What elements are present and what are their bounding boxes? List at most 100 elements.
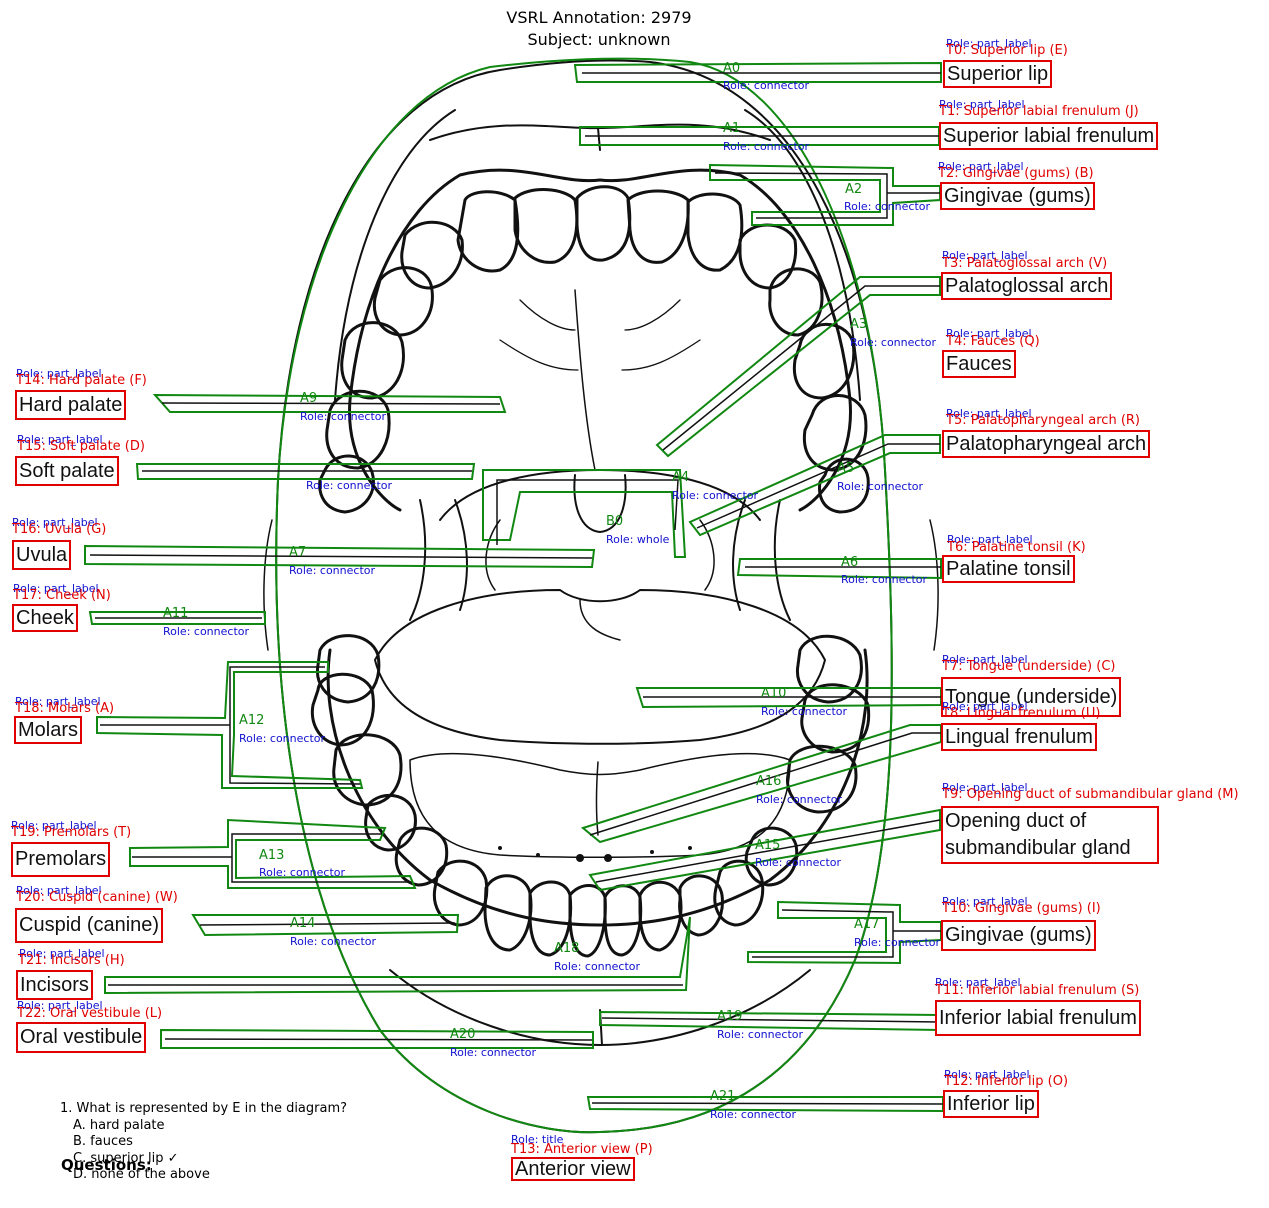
role-t3: Role: part_label (942, 249, 1028, 262)
connector-id-a11: A11 (163, 606, 189, 621)
label-inferior-labial-frenulum: Inferior labial frenulum (935, 1000, 1141, 1036)
tid-t10: T10: Gingivae (gums) (I) (942, 901, 1101, 916)
connector-role-a17: Role: connector (854, 936, 941, 949)
lower-gum-arch (326, 648, 869, 927)
label-hard-palate: Hard palate (15, 390, 127, 420)
label-palatine-tonsil: Palatine tonsil (942, 555, 1075, 583)
role-t16: Role: part_label (12, 516, 98, 529)
connector-id-a0: A0 (723, 61, 741, 76)
connector-outline-a14 (191, 914, 460, 937)
connector-id-a7: A7 (289, 545, 307, 560)
tid-t3: T3: Palatoglossal arch (V) (942, 256, 1108, 271)
tongue-outline (374, 589, 826, 745)
role-t22: Role: part_label (17, 999, 103, 1012)
whole-id-b0: B0 (606, 514, 624, 529)
connector-id-a21: A21 (710, 1089, 736, 1104)
label-inferior-lip: Inferior lip (943, 1090, 1039, 1118)
label-cheek: Cheek (12, 604, 78, 632)
connector-role-a18: Role: connector (554, 960, 641, 973)
connector-outline-a5 (688, 434, 941, 537)
whole-role-b0: Role: whole (606, 533, 670, 546)
role-t9: Role: part_label (942, 781, 1028, 794)
role-t19: Role: part_label (11, 819, 97, 832)
label-uvula: Uvula (12, 540, 72, 570)
lower-lip-inner (389, 969, 811, 1046)
tongue-midline (579, 599, 621, 641)
connector-id-a12: A12 (239, 713, 265, 728)
upper-lip-inner (334, 109, 861, 401)
option-a: A. hard palate (73, 1117, 165, 1133)
connector-id-a13: A13 (259, 848, 285, 863)
role-t11: Role: part_label (935, 976, 1021, 989)
option-b: B. fauces (73, 1134, 133, 1149)
label-soft-palate: Soft palate (15, 456, 119, 486)
superior-frenulum (597, 127, 601, 151)
connector-role-a1: Role: connector (723, 140, 810, 153)
connector-outline-a8 (152, 393, 507, 413)
hard-palate-rugae (499, 299, 701, 371)
role-t21: Role: part_label (19, 947, 105, 960)
label-tongue-underside: Tongue (underside) (941, 677, 1122, 717)
connector-outline-a17 (747, 900, 942, 965)
role-t12: Role: part_label (944, 1068, 1030, 1081)
tid-t16: T16: Uvula (G) (12, 522, 107, 537)
header-subject: Subject: unknown (527, 30, 671, 49)
connector-id-a18: A18 (554, 941, 580, 956)
role-t17: Role: part_label (13, 582, 99, 595)
role-t15: Role: part_label (17, 433, 103, 446)
lower-teeth (310, 634, 871, 958)
connector-role-a5: Role: connector (837, 480, 924, 493)
label-fauces: Fauces (942, 350, 1016, 378)
uvula (573, 474, 627, 533)
tid-t6: T6: Palatine tonsil (K) (947, 540, 1086, 555)
questions-block: 1. What is represented by E in the diagr… (60, 1101, 347, 1184)
connector-outline-a11 (88, 611, 266, 625)
connector-role-a13: Role: connector (259, 866, 346, 879)
role-t1: Role: part_label (939, 98, 1025, 111)
role-t14: Role: part_label (16, 367, 102, 380)
question-1: 1. What is represented by E in the diagr… (60, 1101, 348, 1116)
connector-outline-a0 (573, 61, 942, 83)
role-t10: Role: part_label (942, 895, 1028, 908)
connector-role-a21: Role: connector (710, 1108, 797, 1121)
palatine-tonsil (485, 519, 715, 591)
connector-outline-a9 (135, 463, 476, 480)
tid-t15: T15: Soft palate (D) (17, 439, 145, 454)
connector-outline-a15 (588, 808, 941, 892)
connector-role-a6: Role: connector (841, 573, 928, 586)
tid-t1: T1: Superior labial frenulum (J) (939, 104, 1139, 119)
label-molars: Molars (14, 716, 83, 744)
connector-outline-a13 (129, 818, 417, 889)
label-anterior-view: Anterior view (511, 1157, 635, 1181)
connector-role-soft-palate: Role: connector (306, 479, 393, 492)
connector-role-a7: Role: connector (289, 564, 376, 577)
connector-role-a10: Role: connector (761, 705, 848, 718)
connector-id-a10: A10 (761, 686, 787, 701)
role-t0: Role: part_label (946, 37, 1032, 50)
tid-t17: T17: Cheek (N) (13, 588, 111, 603)
connector-role-a2: Role: connector (844, 200, 931, 213)
connector-id-a20: A20 (450, 1027, 476, 1042)
connector-outline-a3 (655, 276, 941, 458)
label-opening-duct-submandibular: Opening duct of submandibular gland (941, 806, 1159, 864)
label-palatoglossal-arch: Palatoglossal arch (941, 272, 1113, 300)
tid-t20: T20: Cuspid (canine) (W) (16, 890, 178, 905)
label-palatopharyngeal-arch: Palatopharyngeal arch (942, 430, 1151, 458)
connector-outline-a6 (736, 558, 942, 580)
option-d: D. none of the above (73, 1167, 210, 1182)
label-incisors: Incisors (16, 970, 93, 1000)
role-t2: Role: part_label (938, 160, 1024, 173)
role-t8: Role: part_label (942, 700, 1028, 713)
tid-t13: T13: Anterior view (P) (511, 1142, 653, 1157)
whole-outline-b0 (275, 57, 893, 1134)
connector-role-a4: Role: connector (672, 489, 759, 502)
connector-id-a15: A15 (755, 838, 781, 853)
connector-role-a11: Role: connector (163, 625, 250, 638)
label-premolars: Premolars (11, 842, 111, 877)
lingual-frenulum-line (595, 761, 599, 836)
connector-outline-a20 (160, 1028, 594, 1049)
submandibular-dots (498, 846, 692, 862)
tid-t14: T14: Hard palate (F) (16, 373, 147, 388)
connector-outline-a12 (96, 661, 364, 789)
